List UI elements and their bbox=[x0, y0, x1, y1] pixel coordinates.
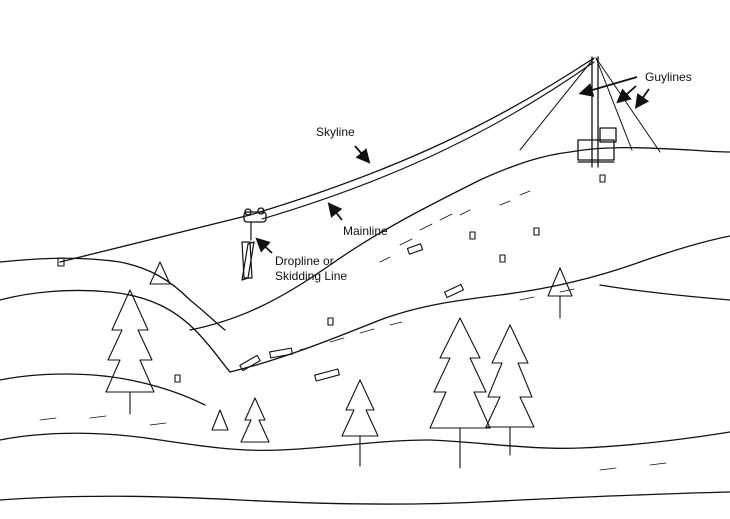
stumps-and-logs bbox=[57, 174, 606, 383]
terrain-hatching bbox=[39, 190, 667, 471]
skyline-cable bbox=[59, 57, 595, 263]
mainline-cable bbox=[261, 61, 595, 220]
guylines bbox=[519, 57, 661, 153]
terrain bbox=[0, 146, 730, 505]
carriage bbox=[243, 207, 267, 223]
dropline-logs bbox=[241, 221, 255, 281]
guylines-label: Guylines bbox=[645, 70, 692, 84]
label-arrows bbox=[255, 76, 650, 254]
mainline-label: Mainline bbox=[343, 224, 388, 238]
skyline-label: Skyline bbox=[316, 125, 355, 139]
dropline-label-line2: Skidding Line bbox=[275, 269, 348, 283]
yarder-tower bbox=[577, 56, 617, 168]
dropline-label-line1: Dropline or bbox=[275, 254, 334, 268]
conifer-trees bbox=[105, 261, 573, 469]
